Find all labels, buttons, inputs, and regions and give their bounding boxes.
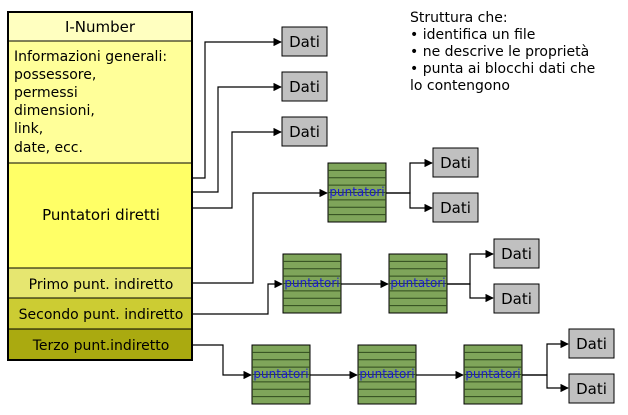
data-label: Dati (576, 335, 607, 353)
note-line: lo contengono (410, 78, 510, 94)
pointer-block: puntatori (463, 344, 523, 405)
direct-pointer-wires (192, 37, 282, 209)
pointer-arrow (522, 374, 569, 393)
data-block (568, 328, 615, 359)
general-line: dimensioni, (14, 103, 95, 119)
inode-title: I-Number (65, 18, 136, 36)
pointer-block-label: puntatori (329, 185, 384, 199)
pointer-block: puntatori (388, 253, 448, 314)
data-block (493, 283, 540, 314)
pointer-block: puntatori (282, 253, 342, 314)
direct-data-blocks: Dati Dati Dati (281, 26, 328, 147)
direct-arrow (192, 37, 282, 179)
pointer-arrow (447, 249, 494, 285)
pointer-block-label: puntatori (284, 276, 339, 290)
second-indirect-label: Secondo punt. indiretto (19, 307, 184, 323)
general-info-text: Informazioni generali: possessore, perme… (14, 49, 172, 156)
pointer-block-label: puntatori (390, 276, 445, 290)
data-block (281, 116, 328, 147)
pointer-block-label: puntatori (253, 367, 308, 381)
data-label: Dati (501, 290, 532, 308)
general-line: possessore, (14, 67, 96, 83)
note-line: • identifica un file (410, 27, 535, 43)
data-label: Dati (289, 123, 320, 141)
general-line: date, ecc. (14, 140, 83, 156)
pointer-arrow (522, 339, 569, 376)
inode-outline (7, 11, 193, 361)
data-block (568, 373, 615, 404)
direct-arrow (192, 127, 282, 209)
data-block (281, 26, 328, 57)
data-label: Dati (440, 154, 471, 172)
data-block (432, 147, 479, 178)
structure-note: Struttura che: • identifica un file • ne… (410, 10, 600, 94)
first-indirect-arrow (192, 188, 328, 284)
data-block (493, 238, 540, 269)
data-label: Dati (576, 380, 607, 398)
note-line: • ne descrive le proprietà (410, 44, 589, 60)
general-info-cell (7, 40, 193, 164)
pointer-arrow (447, 283, 494, 303)
triple-indirect-chain: puntatori puntatori puntatori Dati Dati (192, 328, 615, 405)
note-line: Struttura che: (410, 10, 508, 26)
first-indirect-label: Primo punt. indiretto (29, 277, 174, 293)
second-indirect-arrow (192, 279, 283, 315)
double-indirect-chain: puntatori puntatori Dati Dati (192, 238, 540, 315)
data-block (432, 192, 479, 223)
inode-block: I-Number Informazioni generali: possesso… (7, 11, 193, 361)
general-line: Informazioni generali: (14, 49, 167, 65)
pointer-block-label: puntatori (465, 367, 520, 381)
pointer-block: puntatori (251, 344, 311, 405)
pointer-block-label: puntatori (359, 367, 414, 381)
single-indirect-chain: puntatori Dati Dati (192, 147, 479, 284)
third-indirect-arrow (192, 344, 252, 380)
data-label: Dati (289, 33, 320, 51)
inode-title-cell (7, 11, 193, 42)
data-label: Dati (440, 199, 471, 217)
direct-arrow (192, 82, 282, 193)
general-line: link, (14, 121, 43, 137)
data-label: Dati (289, 78, 320, 96)
pointer-arrow (386, 192, 433, 213)
pointer-block: puntatori (357, 344, 417, 405)
direct-pointers-label: Puntatori diretti (42, 206, 160, 224)
data-block (281, 71, 328, 102)
note-line: • punta ai blocchi dati che (410, 61, 595, 77)
general-line: permessi (14, 85, 78, 101)
pointer-block: puntatori (327, 162, 387, 223)
pointer-arrow (386, 158, 433, 194)
third-indirect-label: Terzo punt.indiretto (32, 338, 170, 354)
data-label: Dati (501, 245, 532, 263)
